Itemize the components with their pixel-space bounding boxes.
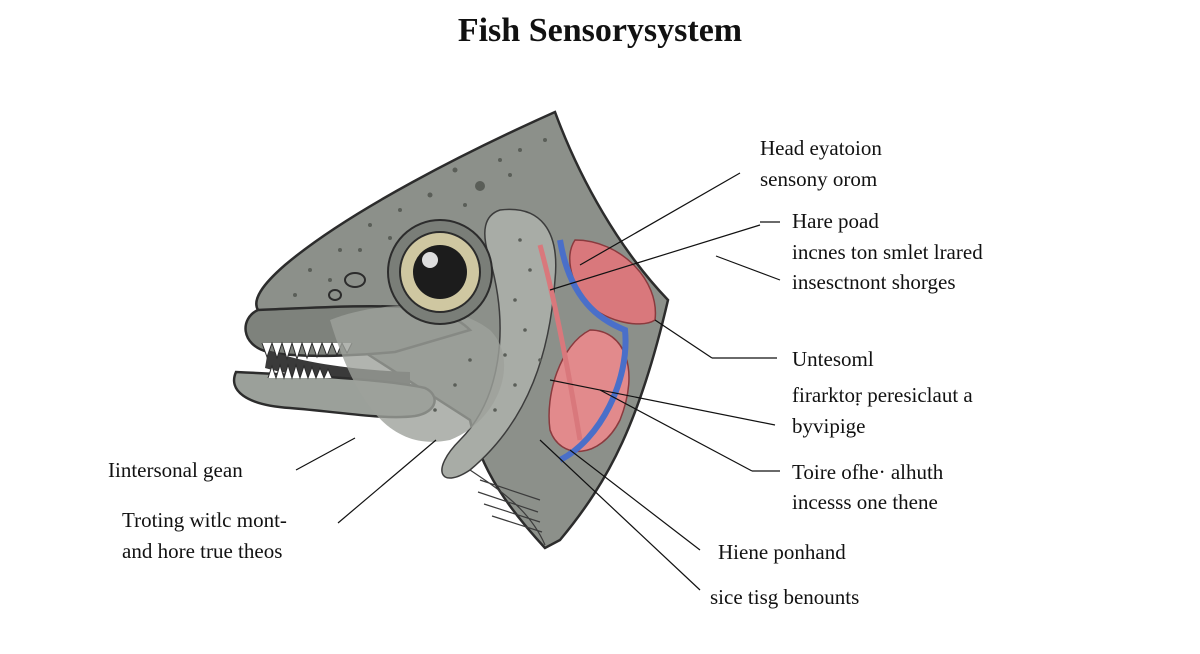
lower-teeth: [267, 363, 333, 380]
label-troting-witlc-mont: Troting witlc mont-: [122, 508, 287, 532]
label-sice-tisg-benounts: sice tisg benounts: [710, 585, 860, 609]
skin-spots: [293, 138, 547, 412]
label-intersonal-gean: Iintersonal gean: [108, 458, 243, 482]
nostril-small: [328, 289, 342, 301]
nostril-large: [344, 272, 366, 288]
label-firarktor-peresiclaut: firarktoṛ peresiclaut a: [792, 383, 973, 407]
label-toire-ofhe-alhuth: Toire ofhe· alhuth: [792, 460, 944, 484]
label-hare-poad: Hare poad: [792, 209, 879, 233]
upper-teeth: [261, 341, 353, 361]
label-sensony-orom: sensony orom: [760, 167, 878, 191]
label-byvipige: byvipige: [792, 414, 866, 438]
label-hiene-ponhand: Hiene ponhand: [718, 540, 846, 564]
gill-cover: [441, 208, 557, 479]
label-incesss-one-thene: incesss one thene: [792, 490, 938, 514]
eye-pupil: [413, 245, 467, 299]
diagram-title: Fish Sensorysystem: [457, 12, 743, 49]
throat-folds: [469, 469, 546, 546]
label-head-eyatoion: Head eyatoion: [760, 136, 882, 160]
blood-vessel-red: [537, 244, 583, 441]
blood-vessel-blue: [557, 239, 629, 463]
label-and-hore-true-theos: and hore true theos: [122, 539, 283, 563]
eye-highlight: [422, 252, 438, 268]
label-incnes-ton-smlet: incnes ton smlet lrared: [792, 240, 983, 264]
label-untesoml: Untesoml: [792, 347, 874, 371]
leader-lines: [295, 172, 781, 591]
label-insesctnont-shorges: insesctnont shorges: [792, 270, 956, 294]
cheek-area: [330, 306, 505, 442]
